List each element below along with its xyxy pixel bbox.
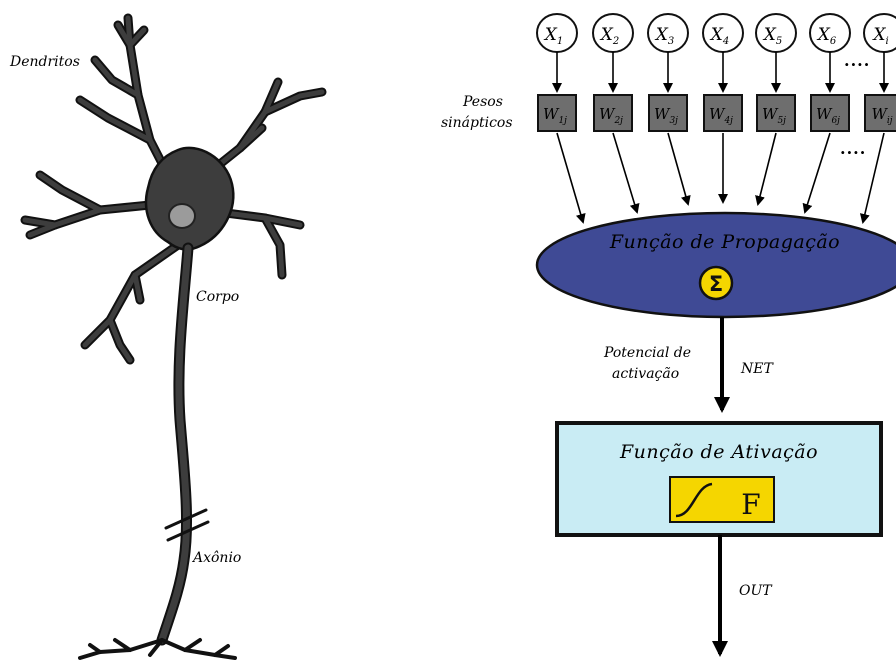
weight-box: W5j [757,95,795,131]
input-node: X6 [810,14,850,52]
sum-icon: Σ [700,267,732,299]
weight-arrow [613,133,637,212]
input-node: X3 [648,14,688,52]
weight-arrow [805,133,830,212]
connection-arrows [557,52,884,222]
input-node: X5 [756,14,796,52]
weight-box: W1j [538,95,576,131]
activation-symbol: F [741,488,760,521]
activation-icon: F [670,477,774,522]
activation-label: Função de Ativação [619,441,818,463]
net-label: NET [740,361,774,377]
biological-neuron [25,18,322,658]
inputs-layer: X1 X2 X3 X4 X5 X6 Xi [537,14,896,52]
weight-arrow [758,133,776,204]
sum-symbol: Σ [709,272,723,296]
input-node: X1 [537,14,577,52]
weight-arrow [557,133,583,222]
dendrites-label: Dendritos [9,54,80,70]
weight-box: Wij [865,95,896,131]
axon-label: Axônio [191,550,241,566]
weights-layer: W1j W2j W3j W4j W5j W6j Wij [538,95,896,131]
weight-box: W4j [704,95,742,131]
potential-label-line1: Potencial de [603,345,691,361]
ellipsis-top: .... [844,51,870,70]
propagation-label: Função de Propagação [609,231,840,253]
axon [80,248,235,658]
weight-box: W2j [594,95,632,131]
cell-body [146,148,233,250]
out-label: OUT [739,583,773,599]
input-node: X4 [703,14,743,52]
nucleus [169,204,195,228]
input-node: X2 [593,14,633,52]
weight-arrow [668,133,688,204]
weight-box: W3j [649,95,687,131]
weight-box: W6j [811,95,849,131]
weights-label-line2: sinápticos [441,115,513,131]
potential-label-line2: activação [612,366,679,382]
weights-label-line1: Pesos [462,94,503,110]
body-label: Corpo [196,289,239,305]
ellipsis-middle: .... [840,139,866,158]
propagation-function [537,213,896,317]
input-node: Xi [864,14,896,52]
